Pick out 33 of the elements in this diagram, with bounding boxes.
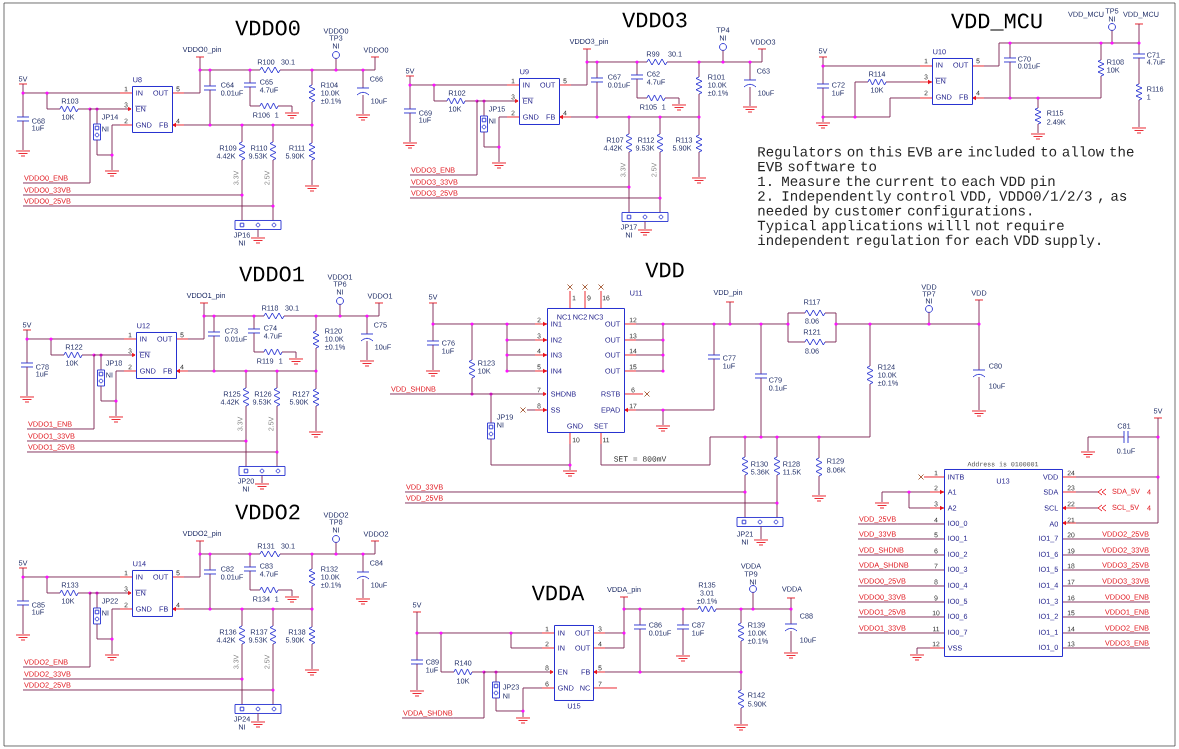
note-text: 2. Independently control VDD, VDDO0/1/2/3 , as needed by customer configurations.: [758, 190, 1127, 219]
section-title: VDD: [645, 262, 684, 278]
wire: [1062, 601, 1105, 603]
wire: [455, 99, 519, 176]
wire: [896, 538, 945, 540]
wire: [896, 523, 945, 525]
wire: [1062, 647, 1105, 649]
section-title: VDDO2: [235, 504, 300, 520]
note-text: Typical applications willl not require independent regulation for each VDD supply.: [757, 219, 1100, 248]
wire: [906, 585, 945, 587]
wire: [1062, 616, 1105, 618]
wire: [1062, 585, 1102, 587]
wire: [453, 670, 554, 719]
section-title: VDDO1: [239, 266, 304, 282]
wire: [436, 392, 547, 396]
note-text: Regulators on this EVB are included to allow the EVB software to: [758, 146, 1134, 172]
wire: [72, 353, 136, 430]
wire: [909, 569, 945, 571]
wire: [68, 591, 132, 668]
wire: [1062, 538, 1102, 540]
note-text: 1. Measure the current to each VDD pin: [758, 175, 1055, 189]
wire: [906, 632, 945, 634]
section-title: VDDO3: [622, 12, 687, 28]
wire: [906, 601, 945, 603]
section-title: VDDO0: [235, 20, 300, 36]
wire: [1062, 632, 1105, 634]
wire: [904, 554, 945, 556]
section-title: VDD_MCU: [951, 13, 1042, 31]
wire: [1062, 569, 1102, 571]
section-title: VDDA: [531, 585, 585, 601]
wire: [68, 107, 132, 184]
wire: [906, 616, 945, 618]
wire: [1062, 554, 1102, 556]
